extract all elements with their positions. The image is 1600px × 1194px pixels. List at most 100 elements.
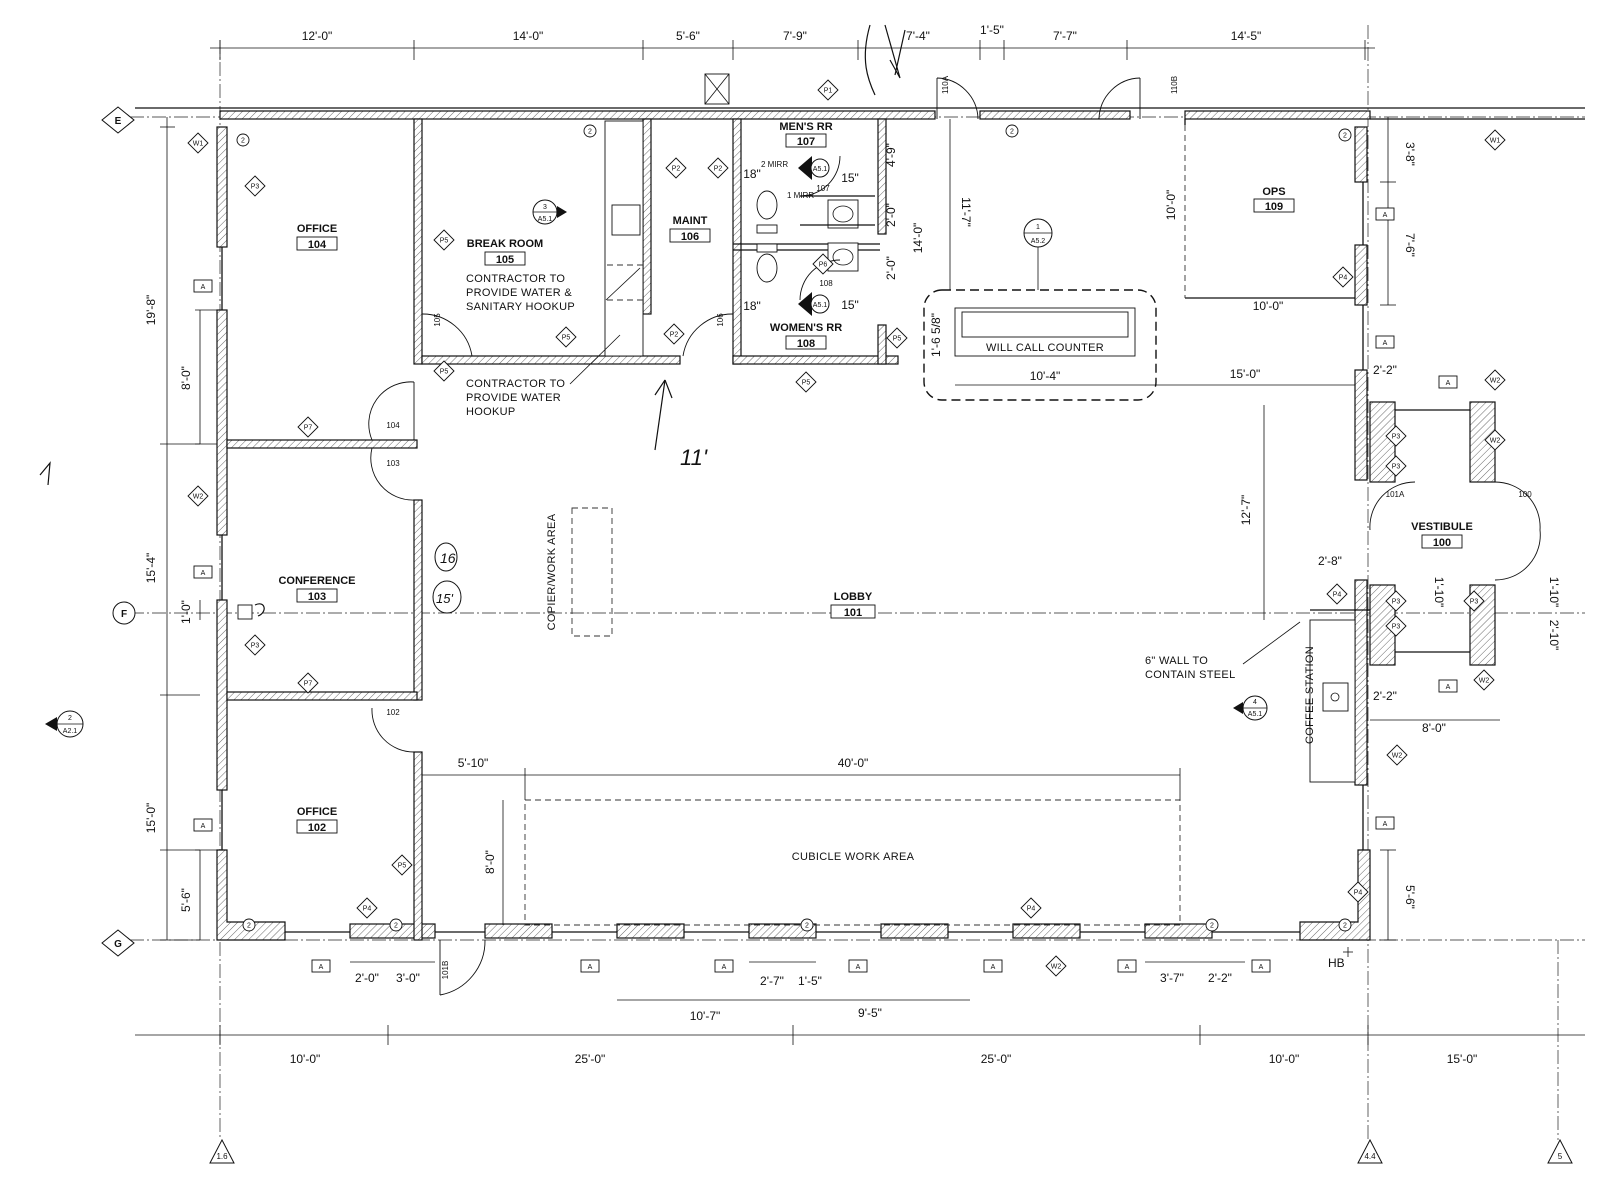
svg-text:A5.1: A5.1 <box>538 216 553 223</box>
svg-text:A: A <box>1383 212 1388 219</box>
svg-text:WILL CALL COUNTER: WILL CALL COUNTER <box>986 342 1104 354</box>
room-lobby-101: LOBBY 101 <box>830 591 876 619</box>
dim-lobby-counter: 15'-0" <box>1230 367 1261 381</box>
dim-bottom-4: 10'-0" <box>1269 1052 1300 1066</box>
svg-text:P2: P2 <box>672 166 681 173</box>
svg-text:P7: P7 <box>304 425 313 432</box>
svg-text:P3: P3 <box>251 184 260 191</box>
svg-text:W1: W1 <box>193 141 204 148</box>
interior-walls <box>226 118 1496 941</box>
tag-diamond-p3: P3 <box>1463 590 1485 612</box>
svg-text:P5: P5 <box>802 380 811 387</box>
section-marker-3-a51: 3 A5.1 <box>532 199 567 225</box>
section-marker-1-a52: 1 A5.2 <box>1023 218 1053 248</box>
svg-text:2'-0": 2'-0" <box>884 203 898 227</box>
tag-box-a: A <box>1251 959 1271 973</box>
svg-text:15": 15" <box>841 298 859 312</box>
svg-text:110B: 110B <box>1170 76 1179 94</box>
svg-text:106: 106 <box>716 313 725 327</box>
svg-text:CONTRACTOR TO: CONTRACTOR TO <box>466 378 565 390</box>
tag-diamond-p3: P3 <box>1385 590 1407 612</box>
dim-bottom-5: 15'-0" <box>1447 1052 1478 1066</box>
svg-text:COFFEE STATION: COFFEE STATION <box>1304 646 1316 744</box>
svg-text:2'-2": 2'-2" <box>1208 971 1232 985</box>
interior-dimensions: 11'-7" 14'-0" 4'-9" 2'-0" 2'-0" 10'-0" 1… <box>743 119 1561 735</box>
svg-text:1.6: 1.6 <box>216 1152 228 1161</box>
tag-diamond-p1: P1 <box>817 79 839 101</box>
svg-text:12'-7": 12'-7" <box>1239 495 1253 526</box>
dim-left-6: 5'-6" <box>179 888 193 912</box>
svg-text:CONFERENCE: CONFERENCE <box>278 575 355 587</box>
tag-box-a: A <box>1375 816 1395 830</box>
tag-diamond-p7: P7 <box>297 416 319 438</box>
mirror-note-1: 2 MIRR <box>761 160 788 169</box>
svg-text:A5.1: A5.1 <box>1248 711 1263 718</box>
svg-text:101: 101 <box>844 607 862 619</box>
svg-text:P4: P4 <box>1333 592 1342 599</box>
svg-text:2'-10": 2'-10" <box>1547 620 1561 651</box>
svg-text:W2: W2 <box>193 494 204 501</box>
hose-bib: HB <box>1328 956 1345 970</box>
tag-diamond-p3: P3 <box>1385 615 1407 637</box>
window-dimensions: 2'-0" 3'-0" 2'-7" 1'-5" 10'-7" 9'-5" 3'-… <box>350 961 1245 1023</box>
room-office-104: OFFICE 104 <box>296 223 338 251</box>
dim-right-1: 3'-8" <box>1403 142 1417 166</box>
svg-text:OFFICE: OFFICE <box>297 806 337 818</box>
svg-text:P5: P5 <box>440 238 449 245</box>
svg-text:MAINT: MAINT <box>673 215 708 227</box>
tag-diamond-w2: W2 <box>1473 669 1495 691</box>
svg-text:E: E <box>115 116 122 127</box>
svg-text:BREAK ROOM: BREAK ROOM <box>467 238 543 250</box>
svg-text:4.4: 4.4 <box>1364 1152 1376 1161</box>
svg-text:A: A <box>1446 380 1451 387</box>
svg-text:A5.2: A5.2 <box>1031 238 1046 245</box>
tag-diamond-w1: W1 <box>1484 129 1506 151</box>
svg-text:A: A <box>856 964 861 971</box>
tag-diamond-w1: W1 <box>187 132 209 154</box>
dim-bottom-2: 25'-0" <box>575 1052 606 1066</box>
tag-diamond-p3: P3 <box>1385 425 1407 447</box>
svg-text:P4: P4 <box>1339 275 1348 282</box>
room-ops-109: OPS 109 <box>1253 186 1295 213</box>
dim-left-5: 15'-0" <box>144 803 158 834</box>
note-steel-wall: 6" WALL TO CONTAIN STEEL <box>1145 621 1301 681</box>
room-break-105: BREAK ROOM 105 <box>467 238 543 266</box>
svg-text:2: 2 <box>805 923 809 930</box>
tag-circle-2: 2 <box>236 133 250 147</box>
svg-text:A: A <box>1259 964 1264 971</box>
svg-text:102: 102 <box>308 822 326 834</box>
note-water-hookup: CONTRACTOR TO PROVIDE WATER HOOKUP <box>466 334 621 418</box>
svg-text:2: 2 <box>1343 133 1347 140</box>
tag-box-a: A <box>983 959 1003 973</box>
svg-text:A: A <box>1383 821 1388 828</box>
tag-box-a: A <box>193 279 213 293</box>
tag-box-a: A <box>1117 959 1137 973</box>
svg-text:101B: 101B <box>441 961 450 980</box>
mirror-note-2: 1 MIRR <box>787 191 814 200</box>
tag-diamond-p4: P4 <box>1326 583 1348 605</box>
svg-text:4'-9": 4'-9" <box>884 143 898 167</box>
tag-diamond-p5: P5 <box>795 371 817 393</box>
svg-text:P1: P1 <box>824 88 833 95</box>
will-call-counter: WILL CALL COUNTER 10'-4" 1'-6 5/8" 15'-0… <box>923 246 1355 401</box>
svg-text:A: A <box>201 570 206 577</box>
svg-text:105: 105 <box>433 313 442 327</box>
svg-text:2: 2 <box>1343 923 1347 930</box>
tag-circle-2: 2 <box>1338 128 1352 142</box>
tag-diamond-w2: W2 <box>1386 744 1408 766</box>
tag-box-a: A <box>311 959 331 973</box>
svg-text:VESTIBULE: VESTIBULE <box>1411 521 1473 533</box>
dim-left-1: 19'-8" <box>144 295 158 326</box>
fixtures <box>604 73 875 357</box>
dim-right-2: 7'-6" <box>1403 233 1417 257</box>
svg-text:A: A <box>201 823 206 830</box>
svg-text:107: 107 <box>816 184 830 193</box>
svg-text:W2: W2 <box>1479 678 1490 685</box>
tag-diamond-p5: P5 <box>391 854 413 876</box>
grid-bubble-1.6: 1.6 <box>209 1138 235 1164</box>
tag-box-a: A <box>193 818 213 832</box>
svg-text:SANITARY HOOKUP: SANITARY HOOKUP <box>466 301 575 313</box>
dim-bottom-1: 10'-0" <box>290 1052 321 1066</box>
